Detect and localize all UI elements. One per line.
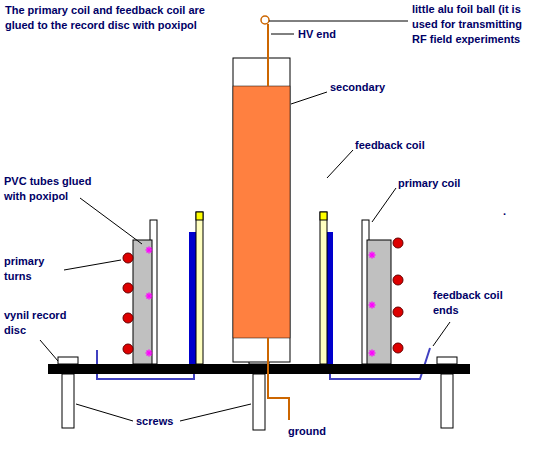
hv-wire	[267, 24, 269, 86]
primary-turns	[123, 238, 403, 354]
leaders	[40, 92, 450, 421]
screw-head	[437, 357, 457, 364]
primary-turn	[123, 344, 133, 354]
primary-turn	[393, 343, 403, 353]
ground-wire	[268, 338, 289, 420]
leader-line	[269, 21, 408, 22]
glue-mark	[370, 303, 375, 308]
leader-line	[180, 404, 251, 421]
leader-line	[80, 198, 142, 244]
primary-turn	[393, 275, 403, 285]
callout-label: secondary	[330, 80, 385, 95]
leader-line	[76, 404, 133, 421]
screw-shaft	[62, 374, 74, 428]
pvc-tube	[367, 240, 391, 364]
callout-label: primary turns	[4, 254, 62, 284]
leader-line	[271, 34, 294, 35]
feedback-form	[320, 212, 327, 220]
screw-shaft	[441, 374, 453, 428]
glue-mark	[147, 248, 152, 253]
callout-label: screws	[136, 414, 173, 429]
record-disc	[48, 364, 470, 374]
glue-mark	[147, 294, 152, 299]
callout-label: primary coil	[398, 176, 460, 191]
primary-turn	[123, 313, 133, 323]
glue-mark	[147, 351, 152, 356]
secondary-form	[233, 58, 290, 362]
callout-label: ground	[288, 424, 326, 439]
callout-label: little alu foil ball (it is used for tra…	[412, 2, 537, 47]
callout-label: feedback coil	[355, 138, 425, 153]
primary-turn	[123, 283, 133, 293]
callout-label: PVC tubes glued with poxipol	[4, 174, 104, 204]
primary-turn	[393, 238, 403, 248]
callout-label: vynil record disc	[4, 308, 88, 338]
leader-line	[372, 188, 396, 222]
callout-label: feedback coil ends	[433, 288, 525, 318]
glue-mark	[370, 253, 375, 258]
callout-label: The primary coil and feedback coil are g…	[5, 3, 230, 33]
leader-line	[40, 340, 58, 361]
glue-mark	[370, 351, 375, 356]
feedback-form	[320, 212, 327, 364]
pvc-tube	[133, 240, 152, 364]
feedback-form	[196, 212, 203, 364]
leader-line	[64, 260, 121, 270]
foil-ball	[261, 16, 269, 24]
screw-shaft	[253, 374, 265, 430]
primary-turn	[123, 253, 133, 263]
primary-turn	[393, 307, 403, 317]
callout-label: HV end	[298, 27, 336, 42]
screw-head	[58, 357, 78, 364]
leader-line	[433, 322, 450, 346]
leader-line	[327, 150, 353, 178]
feedback-form	[196, 212, 203, 220]
leader-line	[291, 92, 327, 104]
callout-label: .	[503, 204, 506, 219]
secondary-winding	[233, 86, 290, 338]
feedback-winding	[189, 232, 196, 364]
glue-marks	[146, 247, 376, 357]
